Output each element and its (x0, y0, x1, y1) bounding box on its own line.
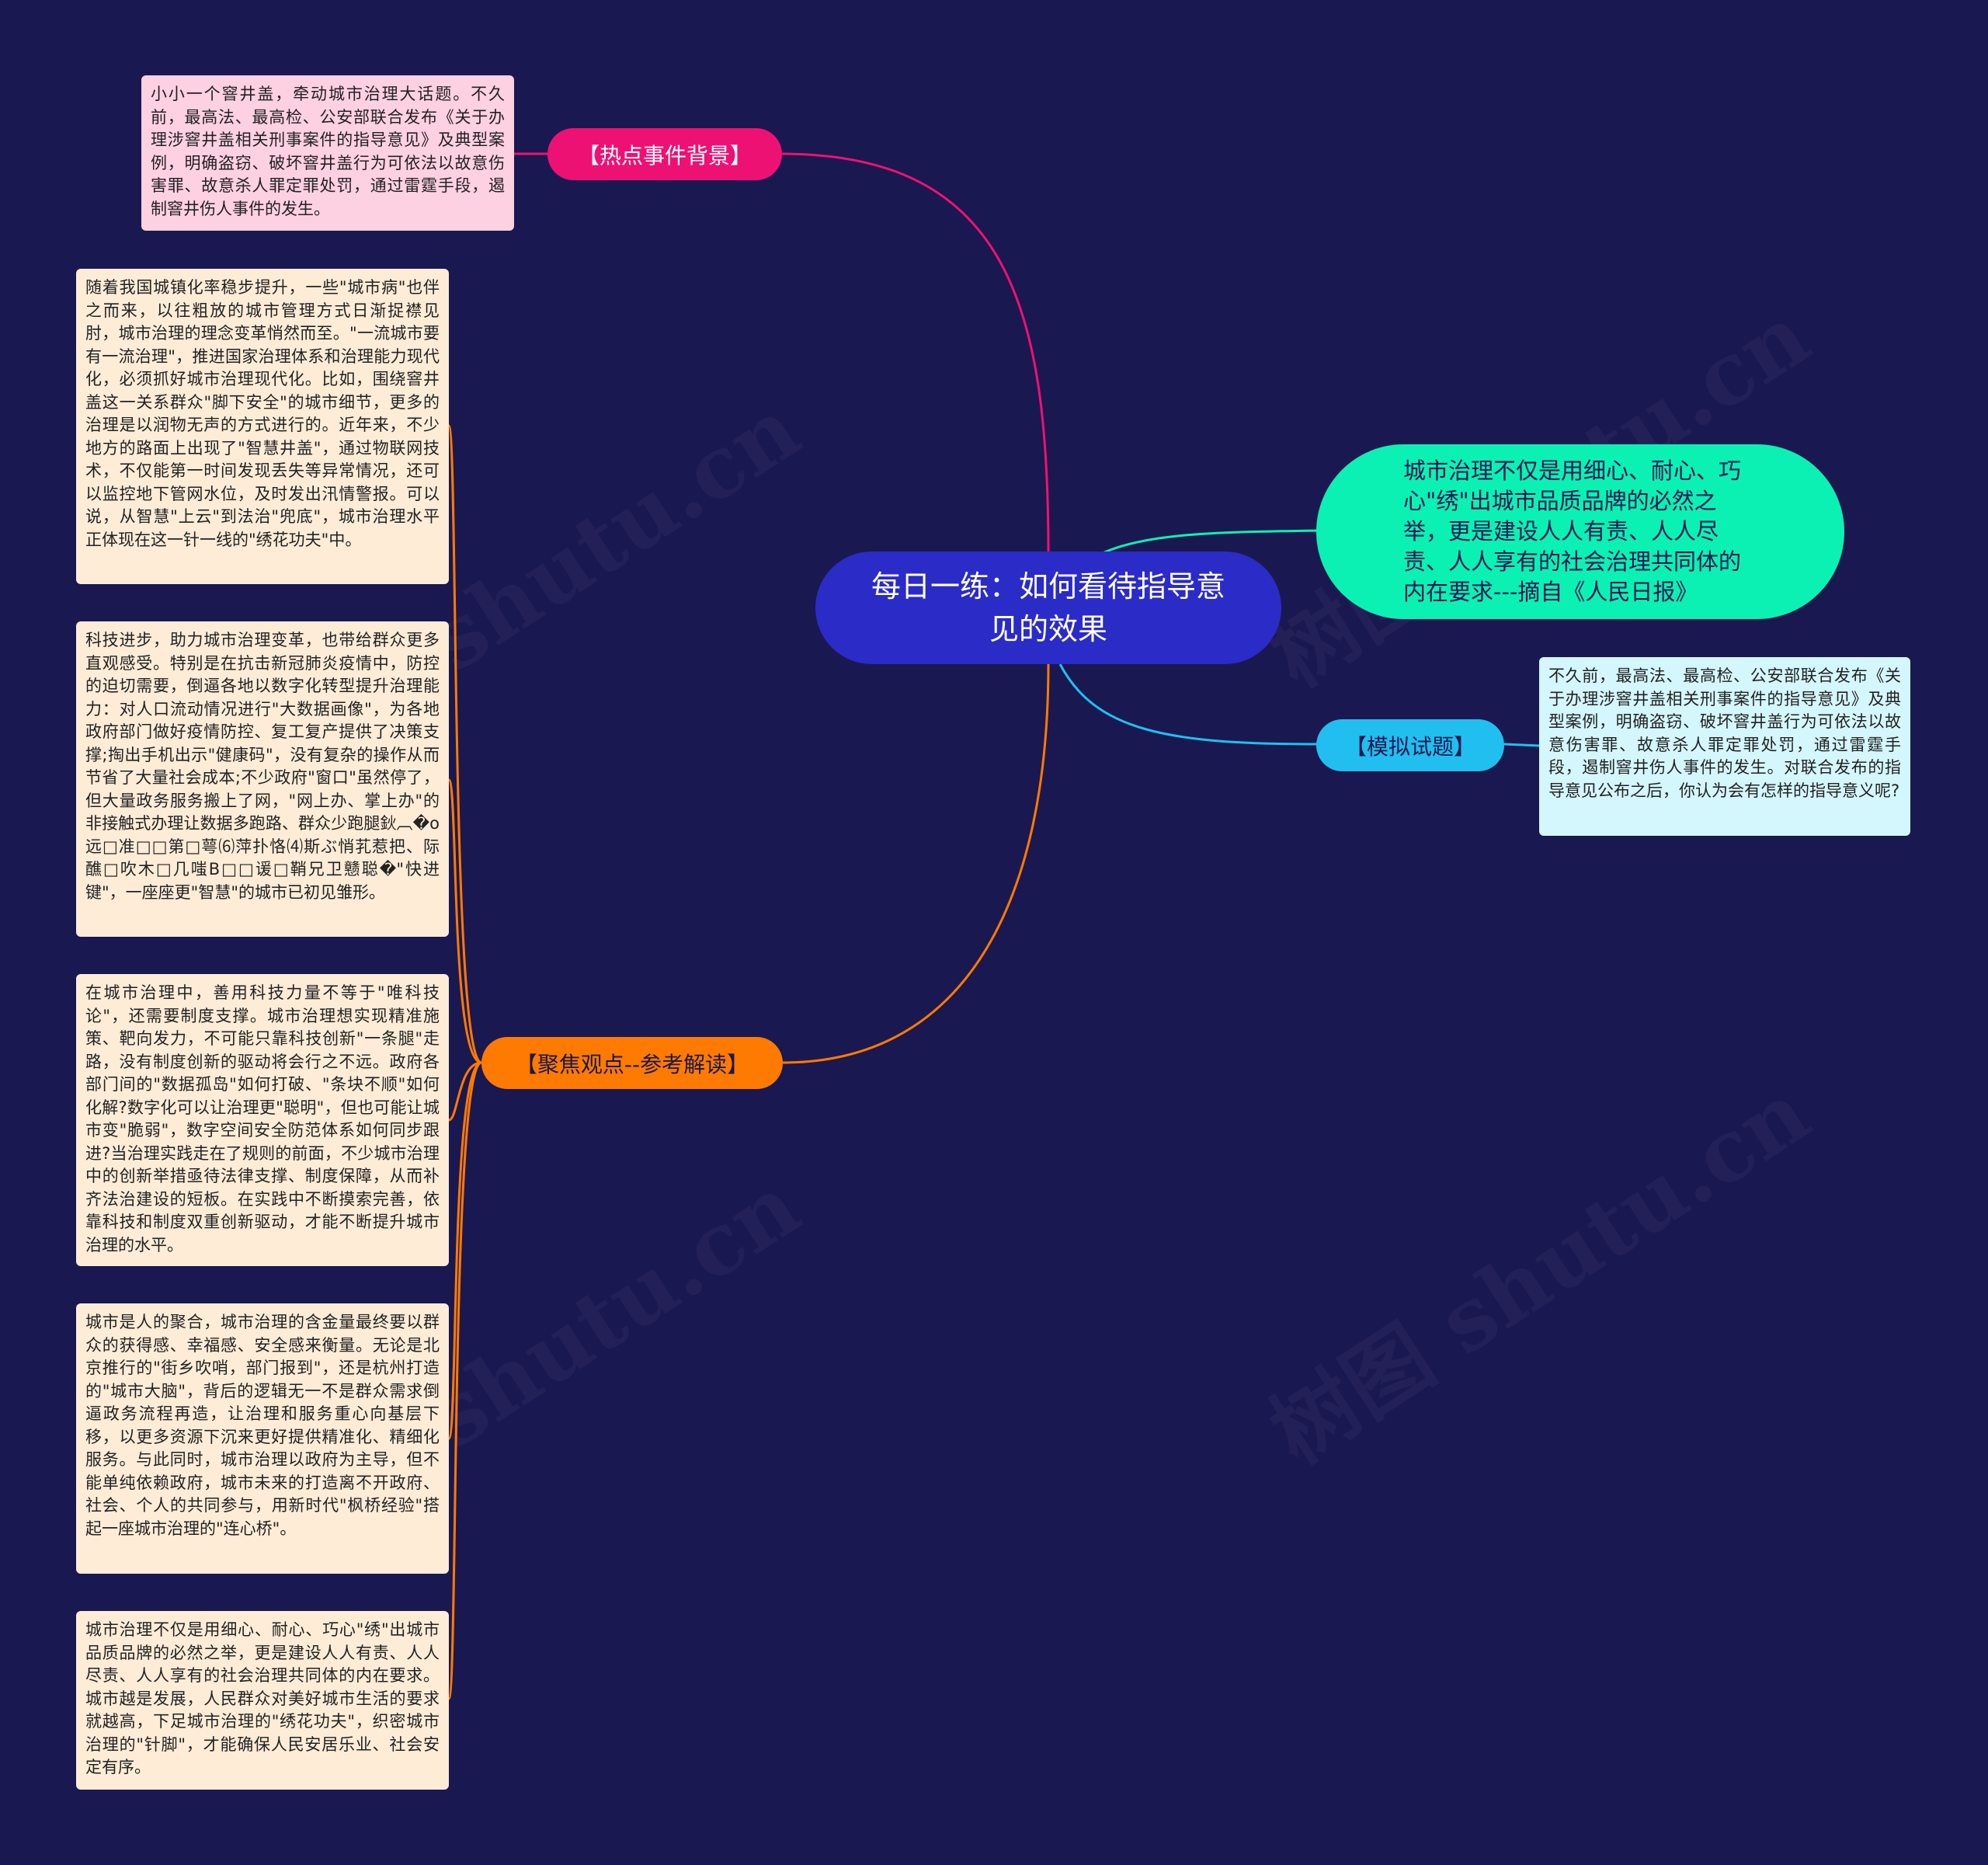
link-root-exam (1058, 663, 1319, 746)
quote-node[interactable]: 城市治理不仅是用细心、耐心、巧心"绣"出城市品质品牌的必然之举，更是建设人人有责… (1316, 444, 1844, 619)
link-focus-item-2 (447, 778, 482, 1064)
focus-item-5: 城市治理不仅是用细心、耐心、巧心"绣"出城市品质品牌的必然之举，更是建设人人有责… (76, 1611, 449, 1790)
root-topic-label: 每日一练：如何看待指导意见的效果 (871, 569, 1225, 646)
focus-item-1: 随着我国城镇化率稳步提升，一些"城市病"也伴之而来，以往粗放的城市管理方式日渐捉… (76, 269, 449, 584)
branch-mock-exam-label: 【模拟试题】 (1344, 733, 1475, 760)
link-root-quote (1102, 529, 1319, 555)
focus-item-3: 在城市治理中，善用科技力量不等于"唯科技论"，还需要制度支撑。城市治理想实现精准… (76, 974, 449, 1266)
link-focus-item-1 (447, 424, 482, 1064)
link-focus-item-5 (447, 1061, 482, 1700)
branch-focus-viewpoints[interactable]: 【聚焦观点--参考解读】 (481, 1037, 783, 1089)
quote-node-label: 城市治理不仅是用细心、耐心、巧心"绣"出城市品质品牌的必然之举，更是建设人人有责… (1403, 458, 1742, 605)
focus-item-2: 科技进步，助力城市治理变革，也带给群众更多直观感受。特别是在抗击新冠肺炎疫情中，… (76, 621, 449, 937)
branch-hot-event-background[interactable]: 【热点事件背景】 (547, 128, 782, 180)
focus-item-4: 城市是人的聚合，城市治理的含金量最终要以群众的获得感、幸福感、安全感来衡量。无论… (76, 1303, 449, 1574)
hot-event-detail: 小小一个窨井盖，牵动城市治理大话题。不久前，最高法、最高检、公安部联合发布《关于… (141, 75, 514, 231)
branch-focus-label: 【聚焦观点--参考解读】 (515, 1051, 749, 1077)
link-exam-box (1503, 743, 1540, 747)
root-topic[interactable]: 每日一练：如何看待指导意见的效果 (815, 551, 1281, 664)
branch-mock-exam[interactable]: 【模拟试题】 (1316, 719, 1504, 771)
link-root-focus (782, 663, 1050, 1064)
link-focus-item-3 (448, 1061, 482, 1122)
link-focus-item-4 (447, 1061, 482, 1440)
link-root-hot (781, 152, 1050, 554)
branch-hot-event-label: 【热点事件背景】 (577, 142, 752, 169)
mock-exam-detail: 不久前，最高法、最高检、公安部联合发布《关于办理涉窨井盖相关刑事案件的指导意见》… (1539, 657, 1910, 836)
